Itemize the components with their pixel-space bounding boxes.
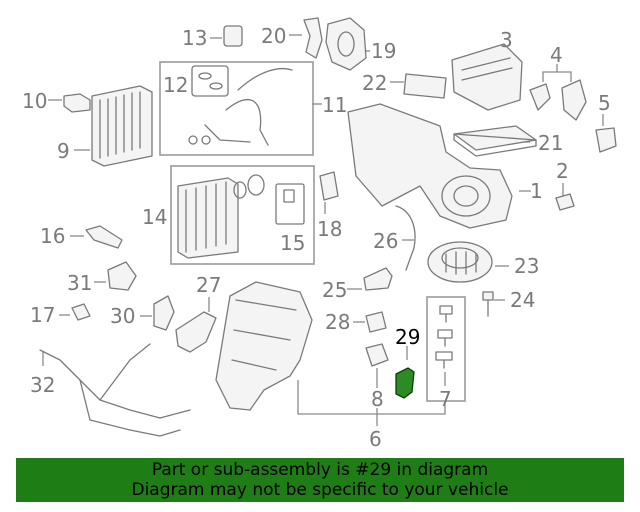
notice-banner: Part or sub-assembly is #29 in diagram D… [16,458,624,502]
callout-12: 12 [163,73,188,97]
group-box-14-15 [170,165,315,265]
callout-26: 26 [373,229,398,253]
part-29-actuator-highlighted [395,367,415,399]
part-9-evaporator [91,85,153,167]
part-11-ac-lines [188,67,293,146]
callout-13: 13 [182,26,207,50]
callout-9: 9 [57,139,70,163]
callout-20: 20 [261,24,286,48]
part-14-heater-core [177,174,265,259]
part-15-seal-kit [275,183,305,225]
callout-15: 15 [280,231,305,255]
callout-22: 22 [362,71,387,95]
part-23-blower-motor [427,241,493,283]
part-8-connector [365,343,389,367]
part-31-bracket [107,261,137,291]
part-4-actuator-arms [529,79,587,121]
callout-8: 8 [371,387,384,411]
part-2-fastener [555,193,575,211]
callout-3: 3 [500,28,513,52]
callout-14: 14 [142,205,167,229]
group-box-11 [159,61,314,156]
callout-29-highlighted: 29 [395,325,420,349]
callout-24: 24 [510,288,535,312]
part-24-bolt [482,291,494,317]
callout-4: 4 [550,43,563,67]
part-27-actuator-bracket [175,311,217,353]
part-32-wire-harness [39,343,191,437]
callout-7: 7 [439,387,452,411]
callout-27: 27 [196,273,221,297]
part-13-clip [223,25,243,47]
part-28-bracket [365,311,387,333]
callout-16: 16 [40,224,65,248]
callout-28: 28 [325,310,350,334]
callout-25: 25 [322,278,347,302]
callout-32: 32 [30,373,55,397]
callout-23: 23 [514,254,539,278]
part-20-duct-seal [303,17,323,59]
part-26-drain-tube [395,205,416,271]
part-19-gasket [325,17,367,71]
callout-11: 11 [322,93,347,117]
callout-21: 21 [538,131,563,155]
callout-6: 6 [369,427,382,451]
part-30-mount [153,295,175,331]
exploded-parts-diagram: 1 2 3 4 5 6 7 8 9 10 11 12 13 14 15 16 1… [22,17,617,451]
callout-1: 1 [530,179,543,203]
part-3-actuator-housing [451,43,523,111]
part-1-blower-housing [347,103,513,229]
callout-31: 31 [67,271,92,295]
part-21-cabin-filter [453,125,537,157]
part-16-hose-clip [85,225,123,249]
callout-30: 30 [110,304,135,328]
callout-labels: 1 2 3 4 5 6 7 8 9 10 11 12 13 14 15 16 1… [22,24,611,451]
part-main-hvac-case [215,281,313,411]
part-25-duct [363,267,393,291]
callout-18: 18 [317,217,342,241]
callout-5: 5 [598,91,611,115]
callout-17: 17 [30,303,55,327]
group-box-7 [426,296,466,402]
notice-line-1: Part or sub-assembly is #29 in diagram [151,460,489,480]
callout-2: 2 [556,159,569,183]
part-18-sensor [319,171,339,201]
part-7-screws [435,305,453,369]
notice-line-2: Diagram may not be specific to your vehi… [131,480,509,500]
part-10-bracket [63,93,91,113]
callout-10: 10 [22,89,47,113]
part-22-strip [403,73,447,99]
callout-19: 19 [371,39,396,63]
part-17-fitting [71,303,91,321]
part-5-sensor [595,127,617,153]
part-12-seals [191,65,229,97]
